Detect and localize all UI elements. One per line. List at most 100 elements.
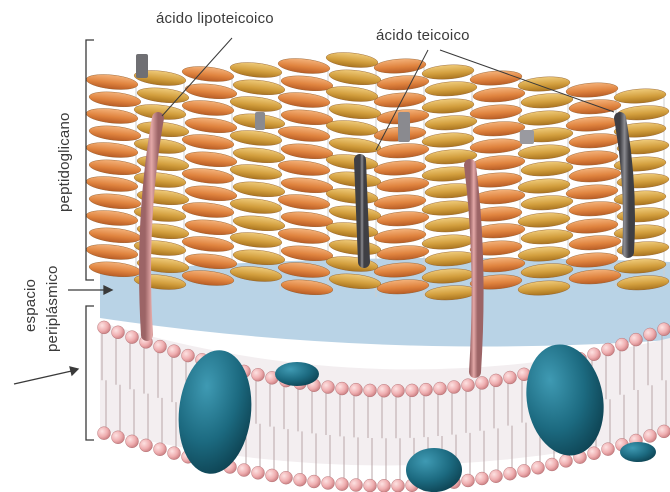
glycan-unit bbox=[277, 124, 330, 143]
phospholipid-head bbox=[658, 425, 670, 438]
phospholipid-head bbox=[112, 326, 125, 339]
phospholipid-head bbox=[350, 383, 363, 396]
glycan-unit bbox=[569, 234, 622, 252]
phospholipid-head bbox=[238, 464, 251, 477]
phospholipid-head bbox=[126, 331, 139, 344]
teichoic-acid-rod bbox=[360, 160, 364, 262]
glycan-unit bbox=[184, 150, 237, 169]
glycan-unit bbox=[374, 159, 427, 177]
phospholipid-head bbox=[462, 474, 475, 487]
glycan-unit bbox=[473, 188, 526, 206]
glycan-unit bbox=[181, 98, 234, 117]
glycan-unit bbox=[280, 108, 333, 127]
phospholipid-head bbox=[266, 469, 279, 482]
glycan-unit bbox=[85, 140, 138, 159]
glycan-unit bbox=[136, 154, 189, 173]
phospholipid-head bbox=[588, 447, 601, 460]
glycan-unit bbox=[569, 166, 622, 184]
glycan-unit bbox=[325, 152, 378, 171]
phospholipid-head bbox=[154, 443, 167, 456]
glycan-unit bbox=[566, 115, 619, 133]
glycan-unit bbox=[88, 226, 141, 245]
glycan-unit bbox=[470, 137, 523, 155]
glycan-unit bbox=[277, 56, 330, 75]
phospholipid-head bbox=[98, 321, 111, 334]
glycan-unit bbox=[518, 109, 571, 127]
phospholipid-head bbox=[98, 427, 111, 440]
phospholipid-head bbox=[126, 435, 139, 448]
glycan-unit bbox=[518, 211, 571, 229]
glycan-unit bbox=[328, 136, 381, 155]
glycan-unit bbox=[85, 208, 138, 227]
glycan-unit bbox=[470, 103, 523, 121]
glycan-unit bbox=[232, 180, 285, 199]
glycan-unit bbox=[280, 210, 333, 229]
phospholipid-head bbox=[308, 475, 321, 488]
glycan-unit bbox=[518, 75, 571, 93]
phospholipid-head bbox=[378, 384, 391, 397]
glycan-unit bbox=[325, 220, 378, 239]
phospholipid-head bbox=[112, 431, 125, 444]
phospholipid-head bbox=[518, 464, 531, 477]
glycan-unit bbox=[88, 192, 141, 211]
phospholipid-head bbox=[252, 466, 265, 479]
phospholipid-head bbox=[476, 472, 489, 485]
glycan-unit bbox=[518, 143, 571, 161]
glycan-unit bbox=[229, 60, 282, 79]
glycan-unit bbox=[328, 102, 381, 121]
phospholipid-head bbox=[294, 473, 307, 486]
glycan-unit bbox=[518, 177, 571, 195]
glycan-unit bbox=[473, 154, 526, 172]
glycan-unit bbox=[85, 72, 138, 91]
glycan-unit bbox=[422, 131, 475, 149]
glycan-unit bbox=[277, 192, 330, 211]
phospholipid-head bbox=[252, 368, 265, 381]
arrow-membrane-head bbox=[70, 367, 78, 375]
glycan-unit bbox=[422, 233, 475, 251]
glycan-unit bbox=[566, 81, 619, 99]
phospholipid-head bbox=[448, 381, 461, 394]
glycan-unit bbox=[277, 226, 330, 245]
glycan-unit bbox=[184, 116, 237, 135]
glycan-unit bbox=[88, 260, 141, 279]
glycan-unit bbox=[569, 200, 622, 218]
phospholipid-head bbox=[350, 479, 363, 492]
glycan-unit bbox=[277, 90, 330, 109]
phospholipid-head bbox=[364, 479, 377, 492]
phospholipid-head bbox=[434, 382, 447, 395]
label-teichoic-acid: ácido teicoico bbox=[376, 27, 470, 44]
glycan-unit bbox=[566, 149, 619, 167]
glycan-unit bbox=[277, 158, 330, 177]
glycan-unit bbox=[377, 74, 430, 92]
glycan-unit bbox=[229, 162, 282, 181]
teichoic-acid-cap bbox=[255, 112, 265, 130]
glycan-unit bbox=[133, 170, 186, 189]
glycan-unit bbox=[85, 174, 138, 193]
phospholipid-head bbox=[364, 384, 377, 397]
glycan-unit bbox=[88, 124, 141, 143]
glycan-unit bbox=[473, 86, 526, 104]
glycan-unit bbox=[325, 84, 378, 103]
phospholipid-head bbox=[322, 476, 335, 489]
glycan-unit bbox=[425, 114, 478, 132]
glycan-unit bbox=[88, 90, 141, 109]
glycan-unit bbox=[377, 210, 430, 228]
glycan-unit bbox=[374, 91, 427, 109]
glycan-unit bbox=[232, 78, 285, 97]
phospholipid-head bbox=[602, 443, 615, 456]
phospholipid-head bbox=[322, 381, 335, 394]
glycan-unit bbox=[569, 98, 622, 116]
phospholipid-head bbox=[378, 479, 391, 492]
glycan-unit bbox=[328, 68, 381, 87]
phospholipid-head bbox=[616, 338, 629, 351]
glycan-unit bbox=[88, 158, 141, 177]
phospholipid-head bbox=[504, 371, 517, 384]
glycan-unit bbox=[377, 176, 430, 194]
phospholipid-head bbox=[140, 439, 153, 452]
glycan-unit bbox=[521, 194, 574, 212]
phospholipid-head bbox=[644, 429, 657, 442]
glycan-unit bbox=[85, 106, 138, 125]
glycan-unit bbox=[280, 176, 333, 195]
glycan-unit bbox=[614, 189, 667, 207]
phospholipid-head bbox=[336, 382, 349, 395]
